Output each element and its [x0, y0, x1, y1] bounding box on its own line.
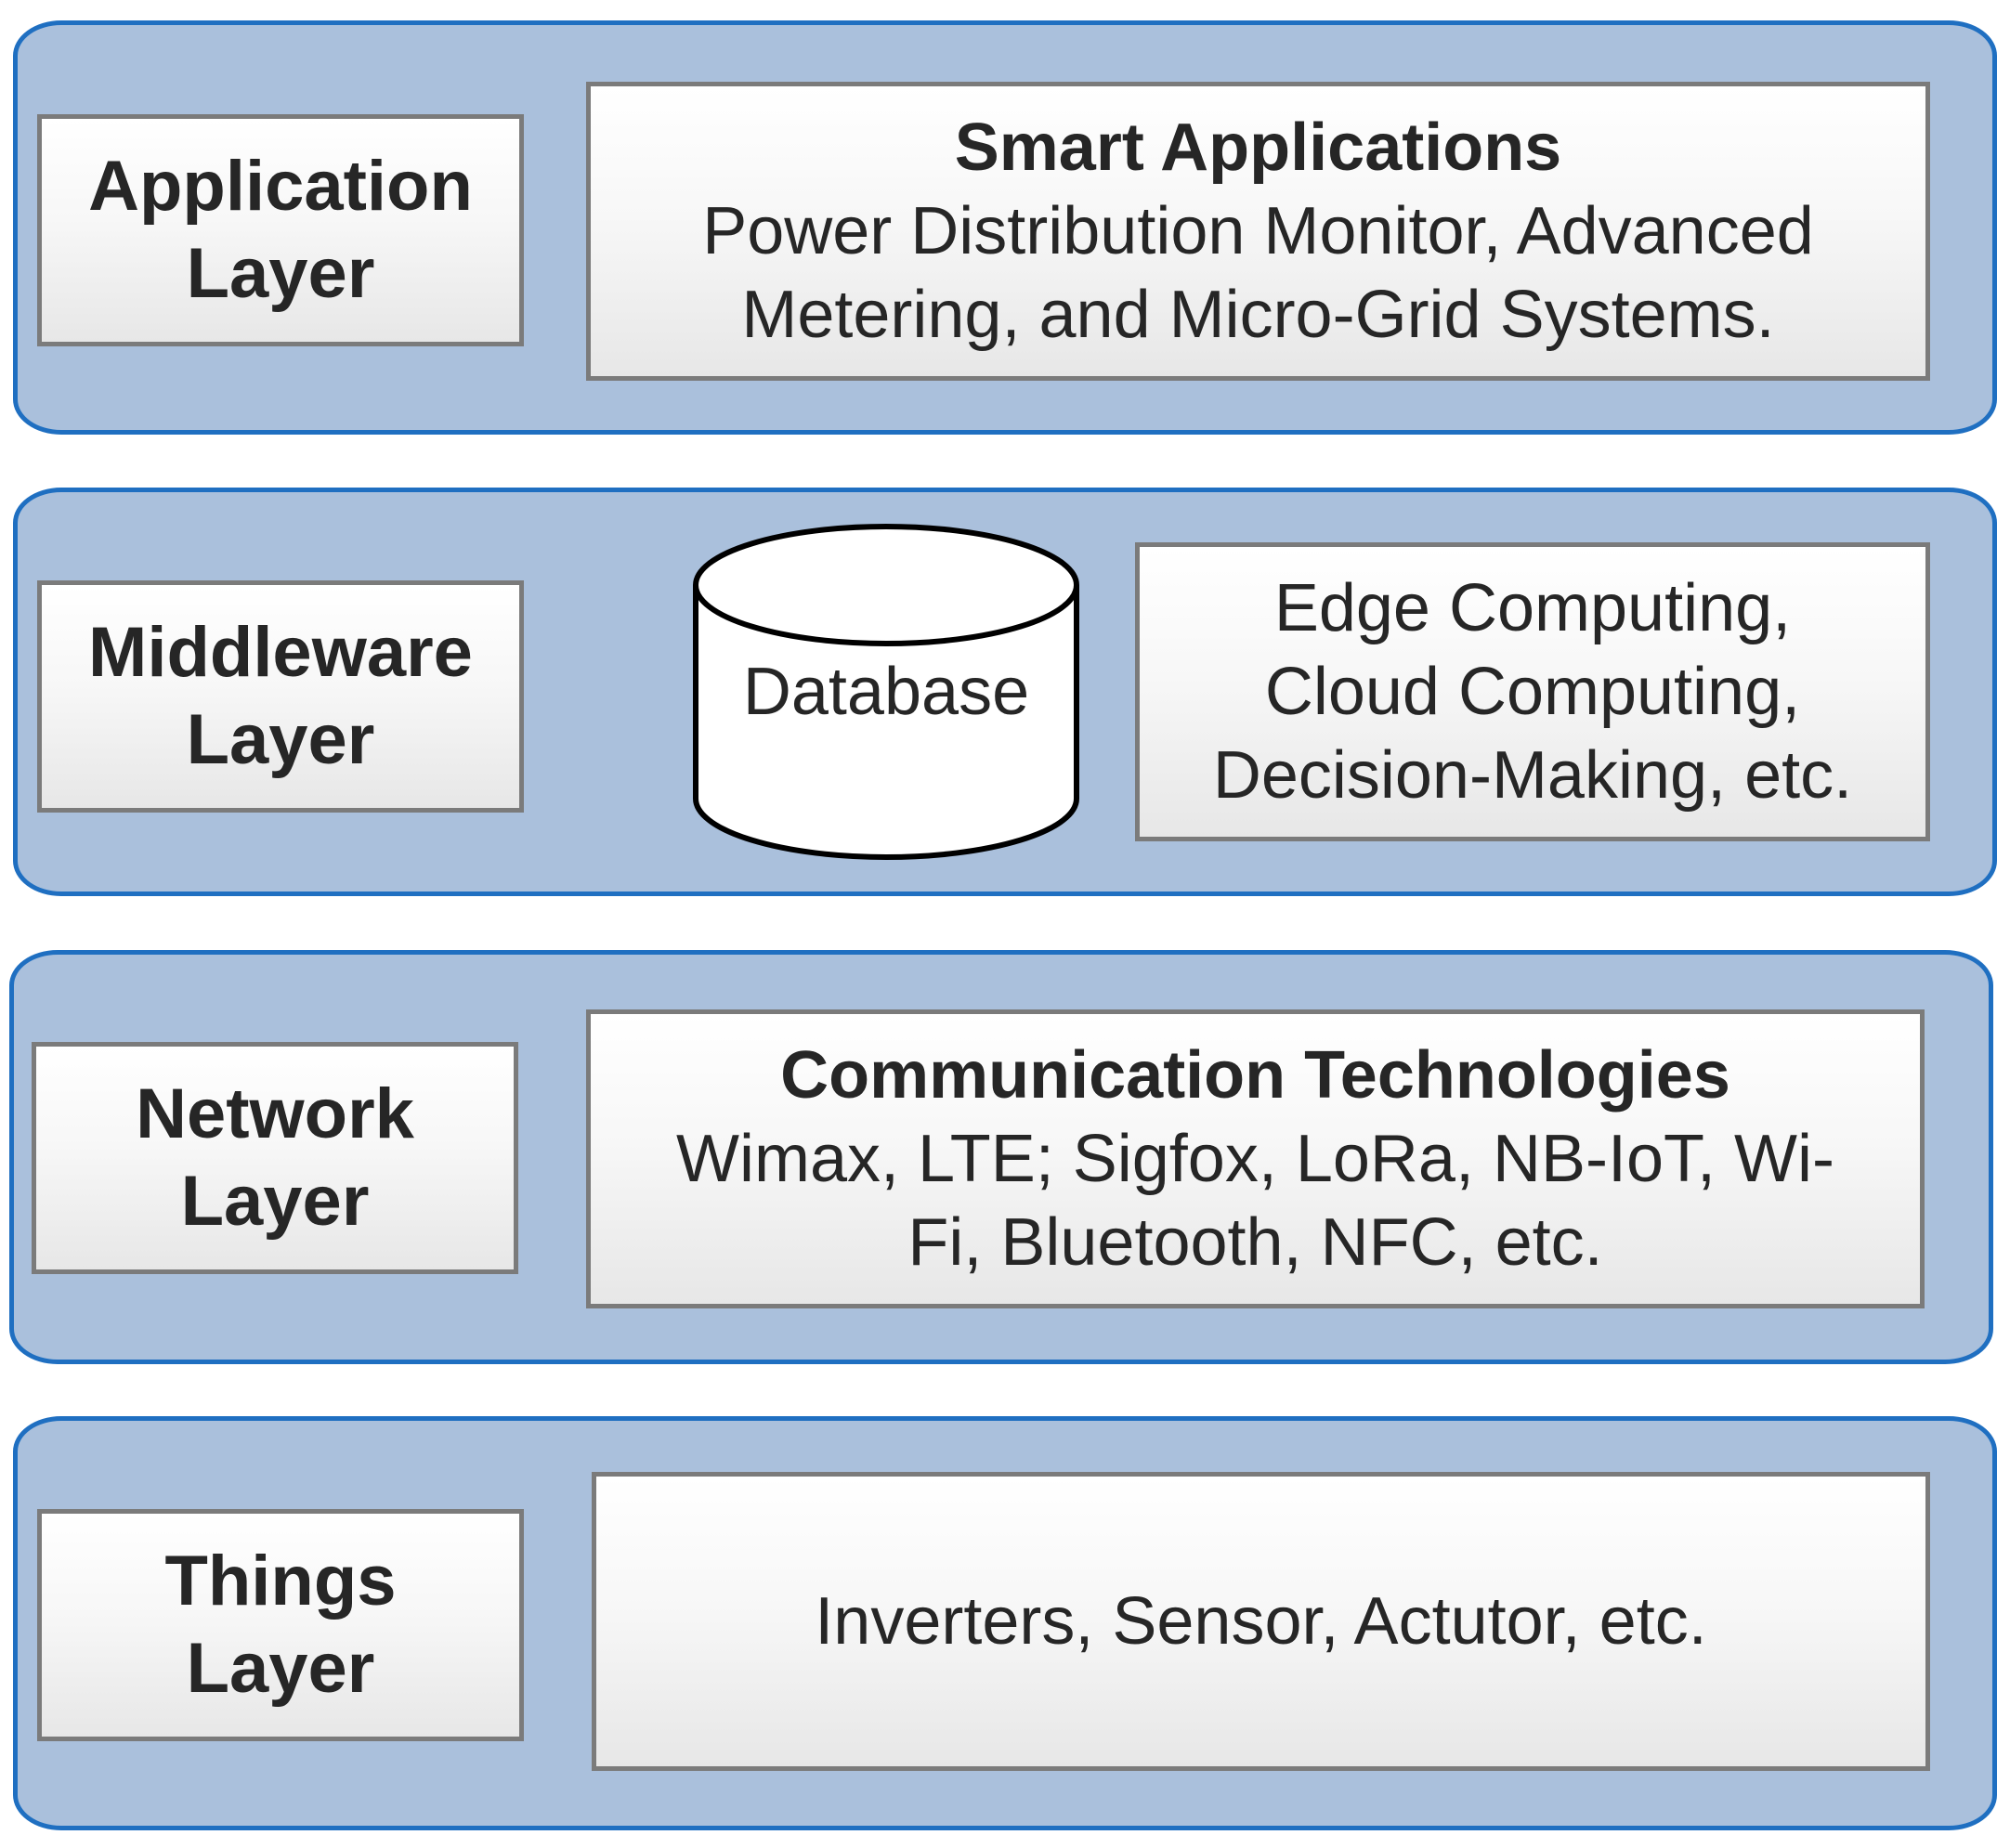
- smart-applications-box: Smart Applications Power Distribution Mo…: [586, 82, 1930, 381]
- network-layer-label: Network Layer: [136, 1074, 414, 1241]
- computing-detail: Edge Computing, Cloud Computing, Decisio…: [1212, 571, 1853, 813]
- application-layer-label-box: Application Layer: [37, 114, 524, 346]
- devices-detail: Inverters, Sensor, Actutor, etc.: [815, 1584, 1707, 1659]
- things-layer-label-box: Things Layer: [37, 1509, 524, 1741]
- communication-technologies-detail: Wimax, LTE; Sigfox, LoRa, NB-IoT, Wi- Fi…: [676, 1122, 1834, 1280]
- application-layer-label: Application Layer: [88, 147, 473, 313]
- devices-box: Inverters, Sensor, Actutor, etc.: [592, 1472, 1930, 1771]
- smart-applications-title: Smart Applications: [954, 111, 1562, 185]
- communication-technologies-box: Communication Technologies Wimax, LTE; S…: [586, 1009, 1925, 1308]
- smart-applications-detail: Power Distribution Monitor, Advanced Met…: [702, 194, 1814, 352]
- network-layer-label-box: Network Layer: [32, 1042, 518, 1274]
- computing-box: Edge Computing, Cloud Computing, Decisio…: [1135, 542, 1930, 841]
- communication-technologies-title: Communication Technologies: [780, 1038, 1730, 1113]
- database-label: Database: [742, 655, 1030, 729]
- middleware-layer-label: Middleware Layer: [88, 613, 473, 779]
- database-icon: [693, 524, 1079, 860]
- middleware-layer-label-box: Middleware Layer: [37, 580, 524, 813]
- things-layer-label: Things Layer: [164, 1542, 397, 1708]
